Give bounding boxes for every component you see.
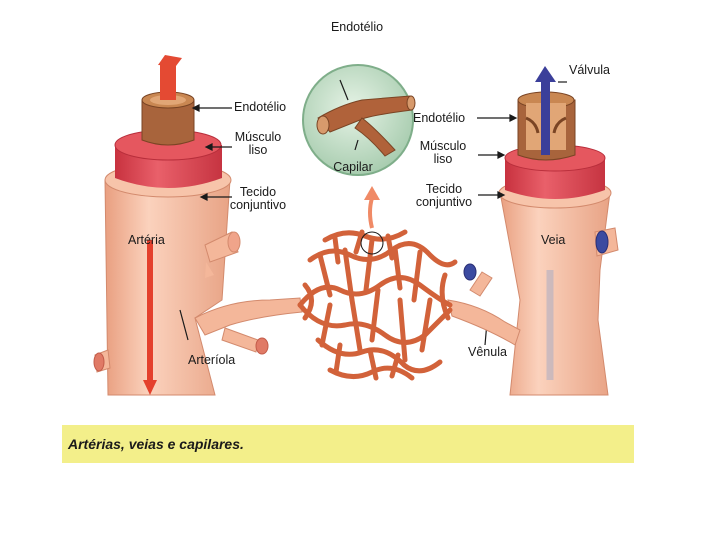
- vein: [499, 66, 618, 395]
- vein-muscle-label: Músculo liso: [413, 140, 473, 166]
- artery-endothelium-label: Endotélio: [234, 101, 286, 114]
- venule-label: Vênula: [468, 346, 507, 359]
- capillary-label: Capilar: [323, 161, 383, 174]
- artery-connective-label: Tecido conjuntivo: [218, 186, 298, 212]
- capillary-zoom-bubble: [303, 65, 415, 175]
- arteriole-label: Arteríola: [188, 354, 235, 367]
- vein-label: Veia: [541, 234, 565, 247]
- vein-endothelium-label: Endotélio: [413, 112, 465, 125]
- capillary-network: [300, 232, 455, 378]
- zoom-arrow: [370, 198, 372, 228]
- valve-label: Válvula: [569, 64, 610, 77]
- artery-muscle-label: Músculo liso: [228, 131, 288, 157]
- figure-caption: Artérias, veias e capilares.: [68, 436, 244, 452]
- capillary-endothelium-label: Endotélio: [312, 21, 402, 34]
- artery-label: Artéria: [128, 234, 165, 247]
- vein-connective-label: Tecido conjuntivo: [404, 183, 484, 209]
- venule: [448, 264, 520, 345]
- artery: [94, 55, 240, 395]
